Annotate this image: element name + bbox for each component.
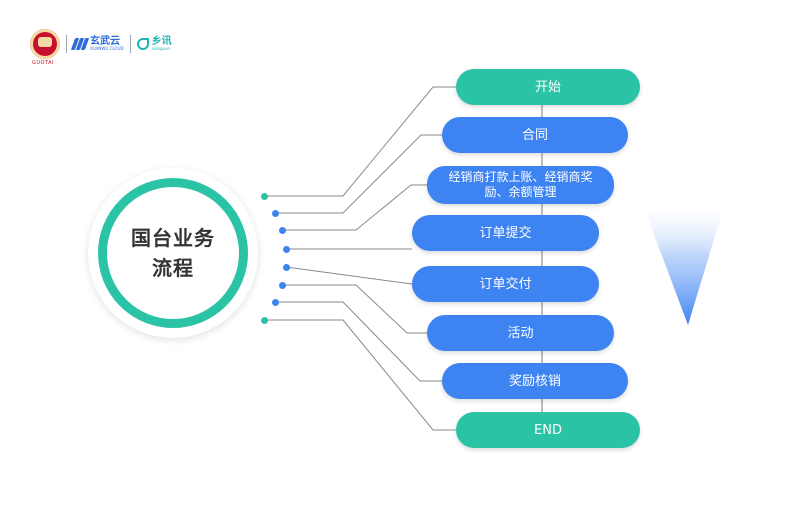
connector-line bbox=[275, 301, 442, 382]
xiangxun-mark-icon bbox=[136, 38, 149, 50]
flow-step: 经销商打款上账、经销商奖励、余额管理 bbox=[427, 166, 614, 204]
xuanwu-cloud-logo: 玄武云 XUANWU CLOUD bbox=[70, 36, 124, 51]
connector-dot bbox=[260, 192, 268, 200]
connector-dot bbox=[282, 263, 290, 271]
flow-step: 订单交付 bbox=[412, 266, 599, 302]
flow-step: 开始 bbox=[456, 69, 640, 105]
xiangxun-name: 乡讯 bbox=[151, 36, 172, 47]
logo-divider bbox=[129, 35, 131, 53]
xuanwu-cloud-name: 玄武云 bbox=[90, 36, 120, 47]
connector-line bbox=[282, 284, 427, 334]
xuanwu-cloud-sub: XUANWU CLOUD bbox=[90, 46, 124, 51]
flow-step: 活动 bbox=[427, 315, 614, 351]
flow-step: END bbox=[456, 412, 640, 448]
guotai-logo-caption: GUOTAI bbox=[32, 60, 55, 66]
logo-divider bbox=[66, 35, 67, 53]
connector-line bbox=[264, 319, 456, 431]
xiangxun-logo: 乡讯 xiangxun bbox=[136, 36, 172, 51]
logo-bar: GUOTAI 玄武云 XUANWU CLOUD 乡讯 xiangxun bbox=[30, 28, 172, 66]
guotai-logo: GUOTAI bbox=[30, 29, 60, 66]
connector-line bbox=[275, 134, 442, 214]
connector-line bbox=[285, 266, 413, 285]
connector-dot bbox=[260, 316, 268, 324]
connector-dot bbox=[271, 298, 279, 306]
connector-line bbox=[282, 184, 427, 231]
connector-dot bbox=[271, 209, 279, 217]
connector-line bbox=[264, 86, 456, 197]
connector-dot bbox=[278, 281, 286, 289]
flow-step: 奖励核销 bbox=[442, 363, 628, 399]
center-topic: 国台业务流程 bbox=[88, 168, 258, 338]
connector-dot bbox=[282, 245, 290, 253]
connector-dot bbox=[278, 226, 286, 234]
down-arrow-icon bbox=[641, 200, 726, 325]
center-title: 国台业务流程 bbox=[131, 226, 215, 280]
flow-step: 订单提交 bbox=[412, 215, 599, 251]
xiangxun-sub: xiangxun bbox=[151, 46, 171, 51]
flow-step: 合同 bbox=[442, 117, 628, 153]
center-ring: 国台业务流程 bbox=[98, 178, 248, 328]
